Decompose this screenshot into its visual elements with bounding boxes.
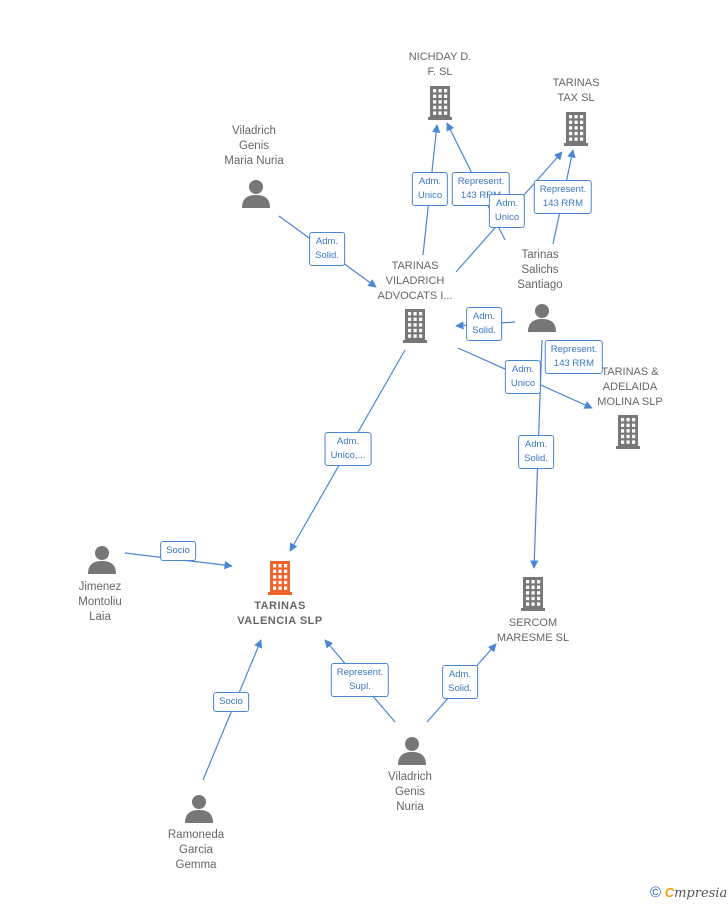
person-icon <box>528 304 556 332</box>
person-viladrich-nuria-label[interactable]: Viladrich Genis Nuria <box>388 771 432 813</box>
relation-box: Represent. 143 RRM <box>533 180 593 214</box>
company-tarinas-viladrich-label[interactable]: TARINAS VILADRICH ADVOCATS I... <box>377 260 453 302</box>
copyright-icon: © <box>650 884 662 901</box>
person-icon <box>398 737 426 765</box>
relation-box: Adm. Solid. <box>466 307 502 341</box>
relation-box: Represent. Supl. <box>330 663 390 697</box>
relation-box: Adm. Unico <box>411 172 449 206</box>
person-icon <box>242 180 270 208</box>
person-jimenez-label[interactable]: Jimenez Montoliu Laia <box>78 581 122 623</box>
person-icon <box>185 795 213 823</box>
relation-box: Adm. Unico <box>488 194 526 228</box>
brand-name: mpresia <box>674 886 728 901</box>
brand-logo: © Cmpresia <box>650 884 727 901</box>
building-icon <box>564 112 588 146</box>
brand-initial: C <box>664 885 675 900</box>
building-icon <box>616 415 640 449</box>
relation-box: Socio <box>213 692 249 712</box>
company-tarinas-tax-label[interactable]: TARINAS TAX SL <box>552 77 600 104</box>
company-nichday-label[interactable]: NICHDAY D. F. SL <box>408 51 472 78</box>
person-viladrich-maria-label[interactable]: Viladrich Genis Maria Nuria <box>224 125 284 167</box>
person-ramoneda-label[interactable]: Ramoneda Garcia Gemma <box>167 829 225 871</box>
relation-box: Adm. Solid. <box>309 232 345 266</box>
relation-box: Adm. Unico <box>504 360 542 394</box>
building-icon <box>521 577 545 611</box>
relation-box: Socio <box>160 541 196 561</box>
building-icon-focus <box>268 561 292 595</box>
building-icon <box>403 309 427 343</box>
company-tarinas-valencia-label[interactable]: TARINAS VALENCIA SLP <box>237 600 323 627</box>
company-tarinas-adelaida-label[interactable]: TARINAS & ADELAIDA MOLINA SLP <box>597 366 663 408</box>
relation-box: Adm. Unico,... <box>324 432 372 466</box>
relation-box: Adm. Solid. <box>442 665 478 699</box>
company-sercom-label[interactable]: SERCOM MARESME SL <box>496 617 570 644</box>
person-tarinas-santiago-label[interactable]: Tarinas Salichs Santiago <box>517 249 563 291</box>
relation-box: Adm. Solid. <box>518 435 554 469</box>
person-icon <box>88 546 116 574</box>
relation-box: Represent. 143 RRM <box>544 340 604 374</box>
building-icon <box>428 86 452 120</box>
